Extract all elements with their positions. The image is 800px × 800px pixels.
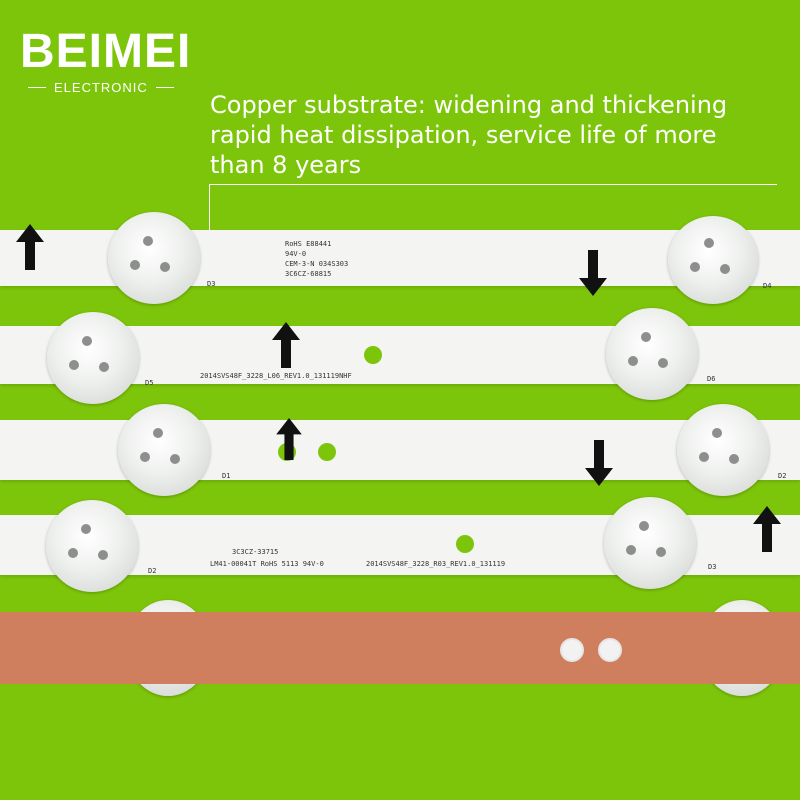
led-lens bbox=[108, 212, 200, 304]
strip4-code: 2014SVS48F_3228_R03_REV1.0_131119 bbox=[366, 560, 506, 568]
mounting-hole bbox=[364, 346, 382, 364]
mounting-hole bbox=[560, 638, 584, 662]
strip2-code: 2014SVS48F_3228_L06_REV1.0_131119NHF bbox=[200, 372, 352, 380]
brand-subtitle-text: ELECTRONIC bbox=[54, 80, 148, 95]
led-lens bbox=[46, 500, 138, 592]
led-lens bbox=[47, 312, 139, 404]
caption-line-2: rapid heat dissipation, service life of … bbox=[210, 121, 717, 149]
arrow-down-icon bbox=[579, 250, 607, 296]
brand-subtitle: ELECTRONIC bbox=[28, 80, 174, 95]
strip4-designator-d3: D3 bbox=[708, 563, 717, 571]
strip2-designator-d5: D5 bbox=[145, 379, 154, 387]
strip1-label-4: 3C6CZ-68815 bbox=[285, 270, 332, 278]
led-lens bbox=[677, 404, 769, 496]
caption-line-3: than 8 years bbox=[210, 151, 362, 179]
arrow-up-icon bbox=[753, 506, 781, 552]
led-lens bbox=[668, 216, 758, 304]
arrow-down-icon bbox=[585, 440, 613, 486]
strip4-designator-d2: D2 bbox=[148, 567, 157, 575]
mounting-hole bbox=[318, 443, 336, 461]
arrow-up-icon bbox=[276, 418, 302, 460]
callout-line-horizontal bbox=[210, 184, 777, 185]
led-lens bbox=[118, 404, 210, 496]
caption-line-1: Copper substrate: widening and thickenin… bbox=[210, 91, 728, 119]
arrow-up-icon bbox=[16, 224, 44, 270]
strip1-designator-d3: D3 bbox=[207, 280, 216, 288]
strip4-label-2: LM41-00041T RoHS 5113 94V-0 bbox=[210, 560, 324, 568]
mounting-hole bbox=[456, 535, 474, 553]
mounting-hole bbox=[598, 638, 622, 662]
strip3-designator-d1: D1 bbox=[222, 472, 231, 480]
caption: Copper substrate: widening and thickenin… bbox=[210, 90, 770, 180]
strip1-designator-d4: D4 bbox=[763, 282, 772, 290]
strip3-designator-d2: D2 bbox=[778, 472, 787, 480]
led-lens bbox=[606, 308, 698, 400]
copper-substrate-strip bbox=[0, 612, 800, 684]
strip1-label-1: RoHS E88441 bbox=[285, 240, 332, 248]
strip1-label-3: CEM-3-N 034S303 bbox=[285, 260, 349, 268]
arrow-up-icon bbox=[272, 322, 300, 368]
led-lens bbox=[604, 497, 696, 589]
callout-line-vertical bbox=[209, 184, 210, 240]
strip2-designator-d6: D6 bbox=[707, 375, 716, 383]
strip1-label-2: 94V-0 bbox=[285, 250, 307, 258]
strip4-label-1: 3C3CZ-33715 bbox=[232, 548, 279, 556]
brand-logo: BEIMEI bbox=[20, 25, 192, 78]
